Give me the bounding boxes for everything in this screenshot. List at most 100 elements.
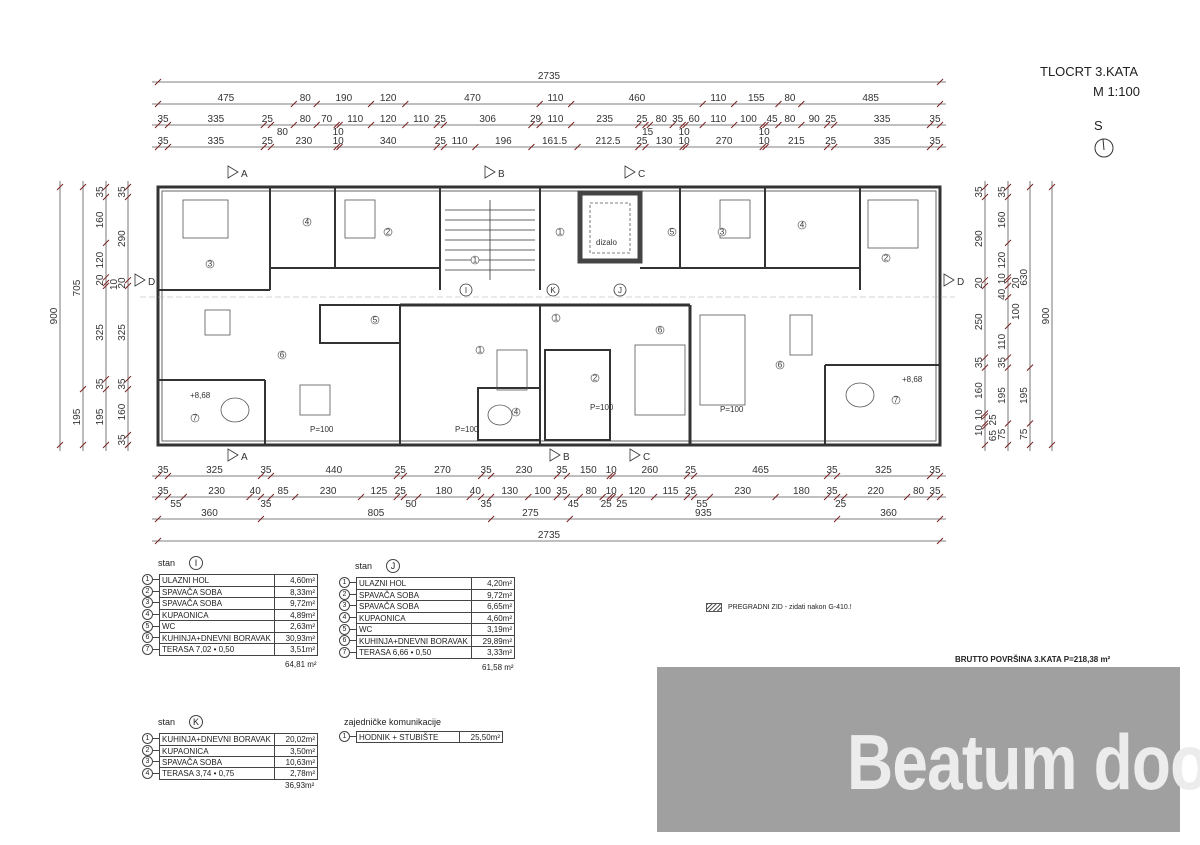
room-area: 29,89m² [472,635,515,647]
dimension-tick [772,493,779,501]
elevator-shaft [577,190,643,264]
dimension-value: 35 [260,465,272,476]
dimension-value: 212.5 [595,136,620,147]
dimension-tick [154,143,162,151]
section-arrow-icon [624,165,636,179]
dimension-value: 40 [997,288,1008,300]
north-arrow [1094,138,1114,158]
dimension-tick [1004,193,1012,201]
dimension-value: 80 [300,93,312,104]
dimension-value: 100 [534,486,551,497]
dimension-value: 35 [929,465,941,476]
dimension-tick [367,121,375,129]
dimension-tick [260,143,268,151]
dimension-value: 10 [679,136,691,147]
dimension-tick [833,472,841,480]
dimension-value: 290 [974,230,985,247]
room-name: WC [159,620,275,632]
dimension-value: 10 [997,273,1008,285]
room-number-marker [470,255,480,265]
dimension-value: 25 [395,465,407,476]
dimension-tick [1004,282,1012,290]
dimension-tick [164,493,172,501]
leader-line [153,579,159,581]
dimension-value: 35 [260,499,272,510]
dimension-tick [553,472,561,480]
dimension-tick [606,493,614,501]
section-arrow-icon [943,273,955,287]
section-marker-label: A [241,452,248,463]
dimension-tick [267,472,275,480]
dimension-tick [566,515,574,523]
dimension-value: 20 [95,274,106,286]
leader-line [153,648,159,650]
dimension-tick [823,472,831,480]
dimension-value: 20 [1011,277,1022,289]
room-name: KUHINJA+DNEVNI BORAVAK [159,632,275,644]
dimension-tick [333,143,341,151]
room-area: 3,33m² [472,646,515,659]
room-number-marker [205,259,215,269]
dimension-value: 275 [522,508,539,519]
dimension-value: 220 [867,486,884,497]
row-number: 3 [142,597,153,609]
dimension-value: 335 [874,136,891,147]
dimension-tick [679,143,687,151]
section-marker-label: C [643,452,650,463]
dimension-value: 335 [208,114,225,125]
room-name: WC [356,623,472,635]
dimension-tick [102,441,110,449]
hatch-swatch-icon [706,603,722,612]
dimension-tick [487,472,495,480]
dimension-tick [1004,239,1012,247]
row-number: 4 [142,609,153,621]
dimension-tick [102,375,110,383]
dimension-value: 25 [262,136,274,147]
dimension-value: 35 [997,186,1008,198]
apartment-marker-label: I [465,286,467,295]
legend: PREGRADNI ZID - zidati nakon G-410.! [706,603,852,612]
room-number: 1 [478,346,483,355]
dimension-value: 25 [636,114,648,125]
table-total: 64,81 m² [285,660,317,669]
legend-text: PREGRADNI ZID - zidati nakon G-410.! [728,604,852,611]
room-area: 30,93m² [275,632,318,644]
dimension-value: 110 [547,93,563,104]
dimension-value: 120 [380,114,397,125]
dimension-tick [1004,441,1012,449]
dimension-value: 110 [710,114,726,125]
dimension-tick [981,412,989,420]
dimension-value: 25 [685,465,697,476]
dimension-tick [528,121,535,129]
dimension-tick [762,143,769,151]
room-number: 2 [593,374,598,383]
dimension-value: 80 [586,486,598,497]
dimension-value: 440 [325,465,342,476]
dimension-tick [313,100,321,108]
dimension-tick [414,493,422,501]
dimension-tick [164,143,172,151]
dimension-value: 196 [495,136,512,147]
dimension-tick [903,493,911,501]
row-number: 1 [339,731,350,743]
dimension-tick [1048,183,1056,191]
dimension-tick [981,364,989,371]
dimension-tick [936,472,944,480]
dimension-tick [124,375,132,383]
dimension-value: 325 [875,465,892,476]
room-number-marker [655,325,665,335]
dimension-tick [291,493,299,501]
room-name: SPAVAČA SOBA [159,597,275,609]
dimension-value: 465 [752,465,769,476]
dimension-tick [823,121,831,129]
dimension-tick [840,493,848,501]
dimension-value: 80 [277,127,289,138]
apartment-id-badge: J [386,559,401,573]
dimension-value: 35 [481,499,493,510]
dimension-tick [981,423,989,430]
